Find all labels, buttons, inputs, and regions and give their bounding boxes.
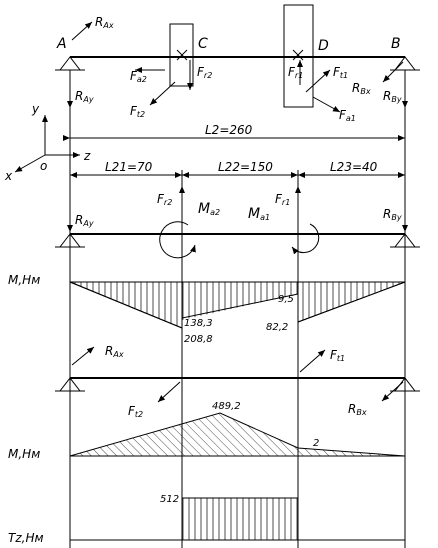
moment-diagram-horizontal: M,Нм 489,2 2: [8, 401, 406, 461]
fa2-label: Fa2: [130, 69, 147, 84]
shaft-scheme: A C D B RAx RAy Fa2 Fr2 Ft2 Fr1 Ft1 Fa1 …: [55, 4, 420, 123]
point-c-label: C: [198, 36, 208, 52]
horizontal-plane-scheme: RAx Ft2 Ft1 RBx: [55, 344, 420, 419]
ft2-label: Ft2: [130, 104, 145, 119]
ma1-arc: [291, 223, 320, 255]
torque-diagram: Tz,Нм 512: [8, 494, 405, 545]
torque-axis-label: Tz,Нм: [8, 531, 44, 545]
ft1-label-2: Ft1: [330, 348, 345, 363]
ray-label-2: RAy: [75, 213, 94, 228]
gear-c: [169, 23, 194, 87]
axis-y-label: y: [31, 102, 40, 116]
dim-total: L2=260: [205, 123, 253, 137]
value-2: 2: [313, 438, 319, 449]
rax-label: RAx: [95, 15, 114, 30]
moment-diagram-vertical: M,Нм 138,3 208,8 9,5 82,2: [8, 273, 406, 345]
moment-x-axis-label: M,Нм: [8, 447, 40, 461]
ma2-label: Ma2: [198, 201, 220, 217]
rax-label-2: RAx: [105, 344, 124, 359]
value-9-5: 9,5: [278, 294, 294, 305]
support-a: [58, 56, 82, 71]
ft2-label-2: Ft2: [128, 404, 143, 419]
fa1-arrow: [312, 96, 341, 113]
coordinate-axes: y z x o: [4, 102, 91, 183]
point-d-label: D: [318, 38, 329, 54]
fr2-label-2: Fr2: [157, 192, 172, 207]
construction-lines: [69, 70, 406, 548]
moment-y-axis-label: M,Нм: [8, 273, 40, 287]
fr2-label: Fr2: [197, 65, 212, 80]
ray-label: RAy: [75, 89, 94, 104]
point-a-label: A: [56, 36, 67, 52]
rbx-arrow: [382, 61, 404, 83]
value-489-2: 489,2: [212, 401, 241, 412]
value-512: 512: [160, 494, 179, 505]
value-208: 208,8: [184, 334, 213, 345]
rax-arrow: [71, 21, 93, 41]
value-138: 138,3: [184, 318, 213, 329]
axis-z-label: z: [83, 149, 91, 163]
vertical-plane-scheme: RAy RBy Fr2 Fr1 Ma2 Ma1: [55, 186, 420, 259]
axis-x-label: x: [4, 169, 13, 183]
fa1-label: Fa1: [339, 108, 356, 123]
rbx-label-2: RBx: [348, 402, 367, 417]
value-82-2: 82,2: [266, 322, 288, 333]
dimensions: L2=260 L21=70 L22=150 L23=40: [63, 123, 405, 178]
dim-l23: L23=40: [330, 160, 378, 174]
dim-l22: L22=150: [218, 160, 273, 174]
ft1-label: Ft1: [333, 65, 348, 80]
ft2-arrow: [149, 81, 176, 106]
ft1-arrow: [305, 69, 331, 93]
support-b: [393, 56, 417, 71]
rby-label-2: RBy: [383, 207, 402, 222]
ma2-arc: [159, 221, 196, 259]
dim-l21: L21=70: [105, 160, 153, 174]
fr1-label: Fr1: [288, 65, 303, 80]
axis-o-label: o: [40, 159, 47, 173]
ma1-label: Ma1: [248, 206, 270, 222]
rbx-label: RBx: [352, 81, 371, 96]
fr1-label-2: Fr1: [275, 192, 290, 207]
point-b-label: B: [391, 36, 401, 52]
gear-d: [283, 4, 314, 108]
rby-label: RBy: [383, 89, 402, 104]
